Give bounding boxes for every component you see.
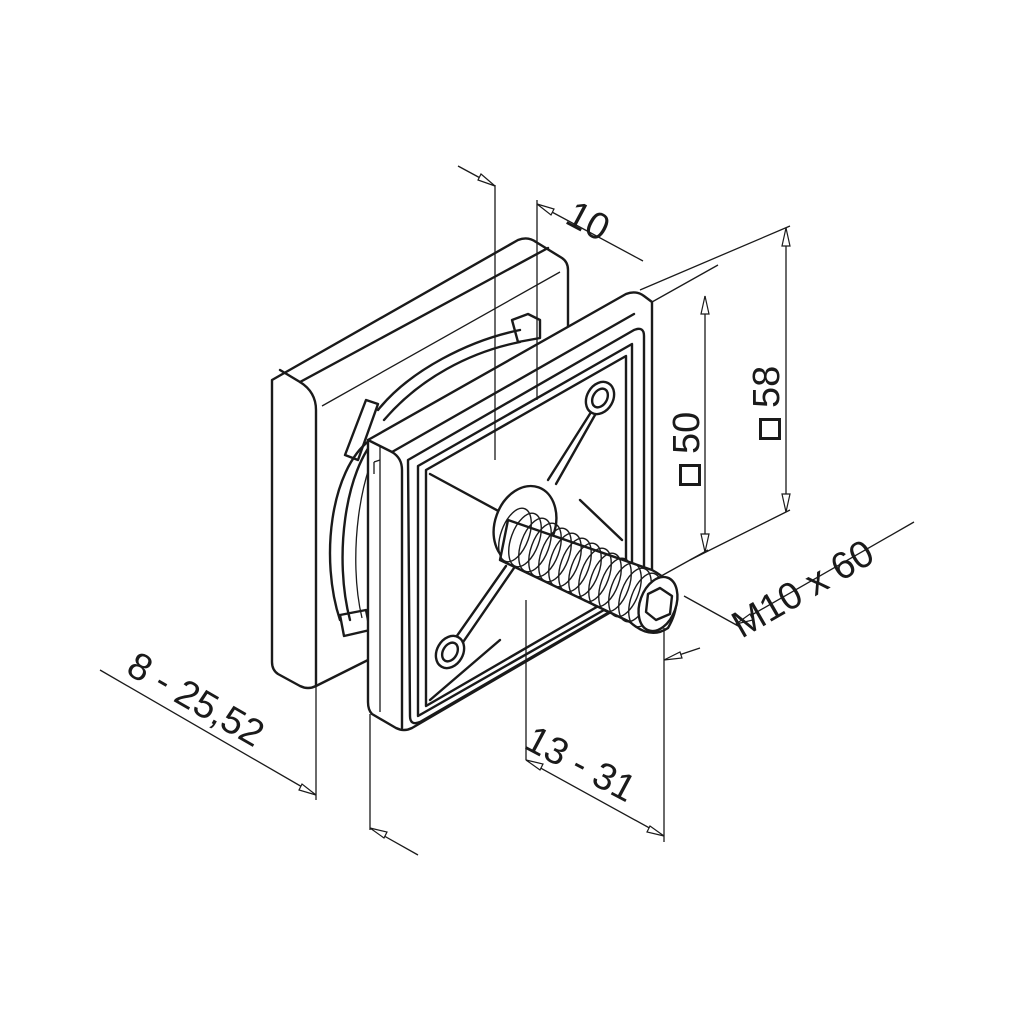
hex-socket-icon <box>644 586 674 622</box>
dim-label-inner-square: 50 <box>666 411 708 486</box>
dim-label-outer-square: 58 <box>746 365 788 440</box>
inner-square-value: 50 <box>666 411 708 454</box>
square-symbol-icon <box>679 464 701 486</box>
dimension-lines <box>99 165 915 856</box>
bolt-threads <box>498 507 662 628</box>
threaded-bolt <box>498 507 679 634</box>
square-symbol-icon <box>759 418 781 440</box>
outer-square-value: 58 <box>746 365 788 408</box>
retaining-ring <box>328 312 542 638</box>
